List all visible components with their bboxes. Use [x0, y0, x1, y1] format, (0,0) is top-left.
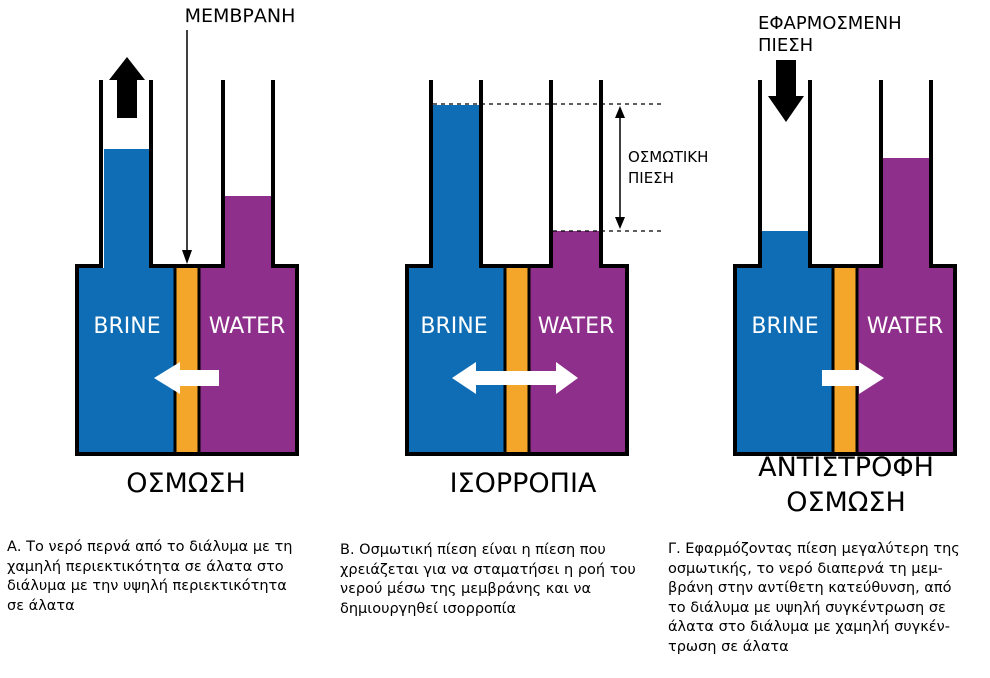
arrow-left-icon	[154, 362, 219, 394]
water-liquid-column	[883, 158, 929, 269]
water-liquid-chamber	[199, 268, 295, 452]
caption-line: σε άλατα	[7, 597, 75, 614]
caption-line: άλατα στο διάλυμα με χαμηλή συγκέν-	[668, 619, 950, 635]
caption-line: τρωση σε άλατα	[668, 638, 789, 655]
brine-label: BRINE	[93, 314, 160, 339]
brine-liquid-column	[433, 105, 479, 269]
brine-liquid-chamber	[737, 268, 833, 452]
brine-liquid-chamber	[79, 268, 175, 452]
caption-line: νερού μέσω της μεμβράνης και να	[340, 581, 592, 597]
caption-line: βράνη στην αντίθετη κατεύθυνση, από	[668, 580, 952, 596]
up-arrow-icon	[109, 57, 145, 118]
panel-title-line2: ΟΣΜΩΣΗ	[786, 487, 906, 518]
brine-label: BRINE	[420, 314, 487, 339]
caption-line: οσμωτικής, το νερό διαπερνά τη μεμ-	[668, 560, 943, 577]
caption-line: Β. Οσμωτική πίεση είναι η πίεση που	[340, 542, 606, 558]
membrane	[175, 268, 199, 452]
caption-line: δημιουργηθεί ισορροπία	[340, 600, 517, 617]
brine-liquid-column	[104, 149, 150, 269]
caption-osmosis: Α. Το νερό περνά από το διάλυμα με τη χα…	[7, 538, 327, 616]
water-liquid-chamber	[857, 268, 953, 452]
dimension-arrow-down	[615, 217, 625, 229]
caption-line: διάλυμα με την υψηλή περιεκτικότητα	[7, 578, 287, 594]
caption-line: Γ. Εφαρμόζοντας πίεση μεγαλύτερη της	[668, 541, 960, 557]
caption-line: Α. Το νερό περνά από το διάλυμα με τη	[7, 539, 293, 555]
vessel-outline	[405, 80, 629, 456]
osmotic-pressure-label-line1: ΟΣΜΩΤΙΚΗ	[628, 148, 708, 166]
panel-equilibrium: ΟΣΜΩΤΙΚΗ ΠΙΕΣΗ BRINE WATER ΙΣΟΡΡΟΠΙΑ	[405, 80, 708, 499]
panel-osmosis: ΜΕΜΒΡΑΝΗ BRINE WATER ΟΣΜΩΣΗ	[75, 5, 299, 499]
panel-title-line1: ΑΝΤΙΣΤΡΟΦΗ	[758, 452, 934, 483]
caption-reverse-osmosis: Γ. Εφαρμόζοντας πίεση μεγαλύτερη της οσμ…	[668, 540, 984, 657]
panel-title: ΟΣΜΩΣΗ	[126, 468, 246, 499]
membrane-pointer-head	[182, 250, 192, 264]
dimension-arrow-up	[615, 106, 625, 118]
caption-line: χαμηλή περιεκτικότητα σε άλατα στο	[7, 558, 284, 575]
brine-liquid-chamber	[409, 268, 505, 452]
osmotic-pressure-label-line2: ΠΙΕΣΗ	[628, 169, 674, 187]
arrow-right-icon	[822, 362, 884, 394]
water-liquid-chamber	[529, 268, 625, 452]
membrane	[505, 268, 529, 452]
brine-liquid-column	[762, 231, 808, 269]
water-liquid-column	[225, 196, 271, 269]
vessel-outline	[733, 80, 957, 456]
water-liquid-column	[553, 231, 599, 269]
applied-pressure-label-line2: ΠΙΕΣΗ	[758, 35, 813, 56]
panel-reverse-osmosis: ΕΦΑΡΜΟΣΜΕΝΗ ΠΙΕΣΗ BRINE WATER ΑΝΤΙΣΤΡΟΦΗ…	[733, 13, 957, 518]
membrane-label: ΜΕΜΒΡΑΝΗ	[185, 5, 296, 27]
water-label: WATER	[867, 314, 944, 339]
caption-line: το διάλυμα με υψηλή συγκέντρωση σε	[668, 599, 946, 616]
double-arrow-icon	[452, 362, 578, 394]
brine-label: BRINE	[751, 314, 818, 339]
vessel-outline	[75, 80, 299, 456]
water-label: WATER	[538, 314, 615, 339]
down-arrow-icon	[768, 60, 804, 122]
caption-equilibrium: Β. Οσμωτική πίεση είναι η πίεση που χρει…	[340, 541, 658, 619]
membrane	[833, 268, 857, 452]
caption-line: χρειάζεται για να σταματήσει η ροή του	[340, 561, 636, 578]
applied-pressure-label-line1: ΕΦΑΡΜΟΣΜΕΝΗ	[758, 13, 902, 34]
panel-title: ΙΣΟΡΡΟΠΙΑ	[450, 468, 597, 499]
water-label: WATER	[209, 314, 286, 339]
